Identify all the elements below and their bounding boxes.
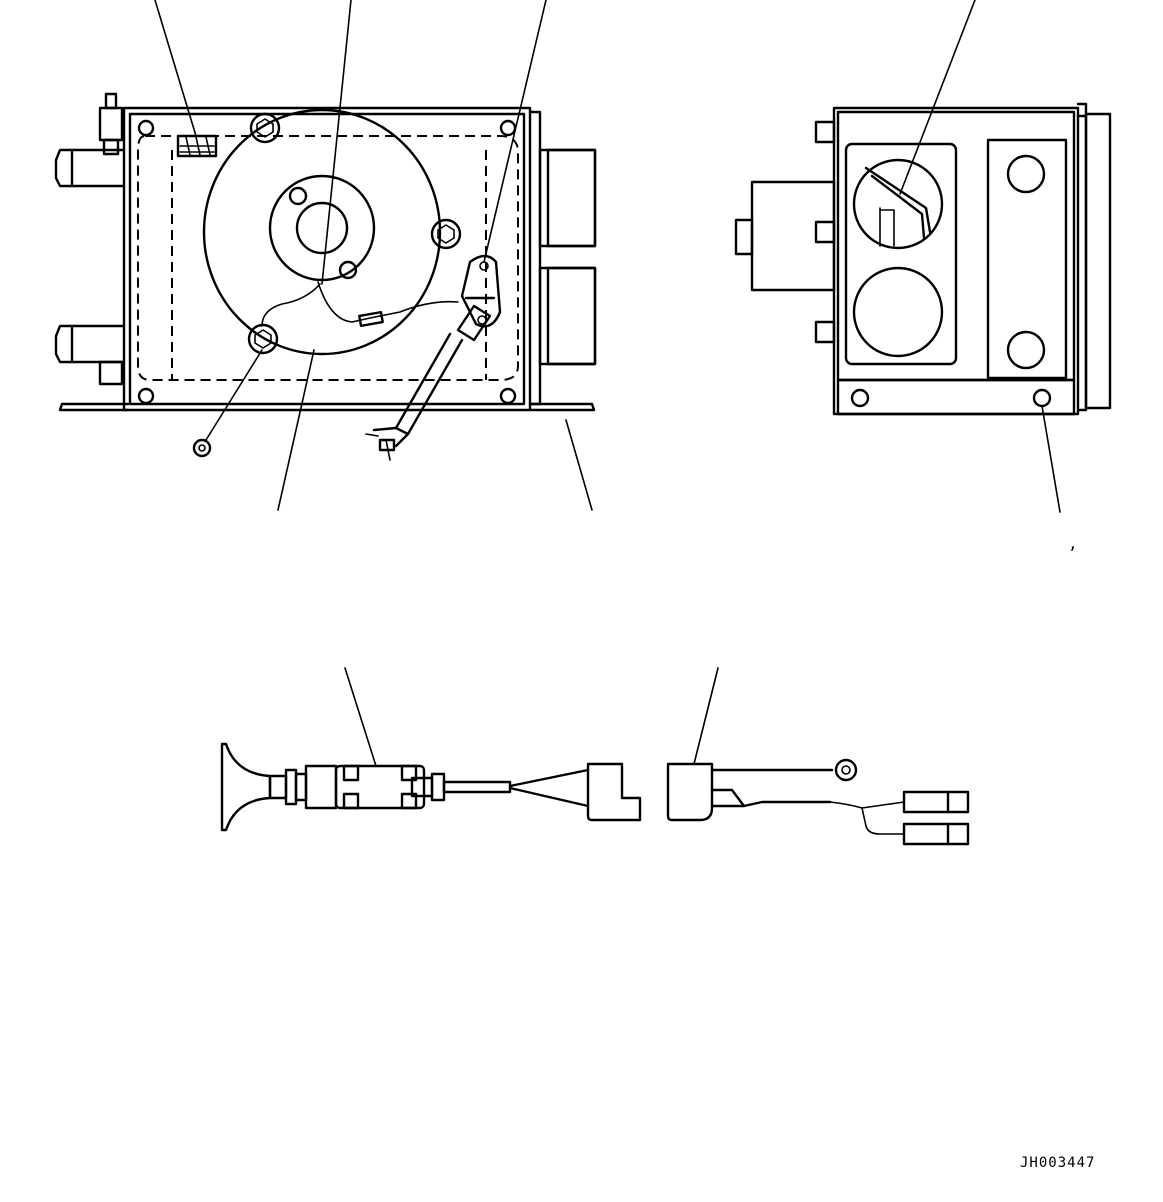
heater-unit-front-view	[54, 0, 597, 511]
stray-mark: ,	[1068, 534, 1078, 553]
drawing-reference-code: JH003447	[1020, 1155, 1096, 1171]
switch-and-harness-detail	[220, 667, 970, 846]
heater-unit-side-view	[734, 0, 1112, 513]
